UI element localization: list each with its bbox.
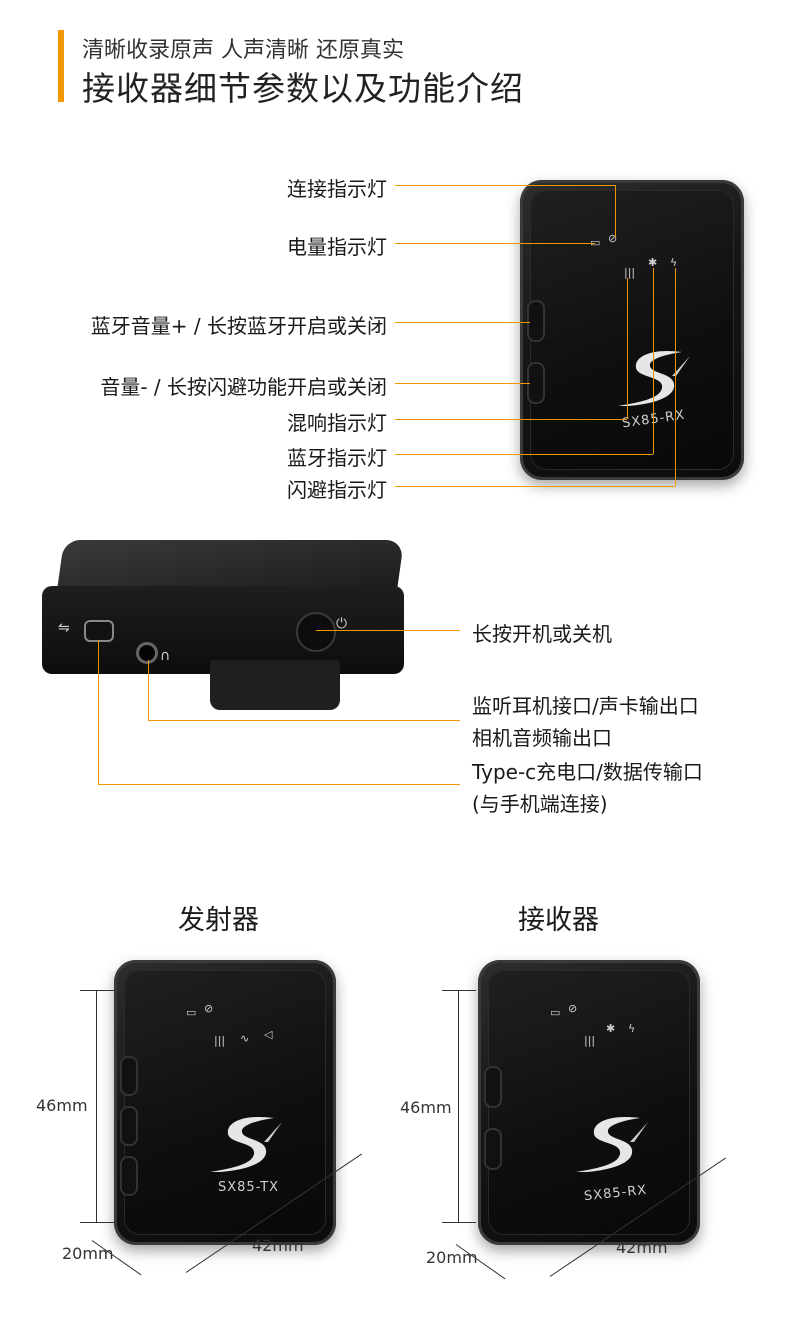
- callout-connect-led: 连接指示灯: [287, 177, 387, 201]
- tx-height-tick-bottom: [80, 1222, 114, 1223]
- line-bt-vol-up: [395, 322, 530, 323]
- header-title: 接收器细节参数以及功能介绍: [82, 69, 524, 108]
- usb-icon: ⇋: [58, 620, 70, 636]
- line-connect-led: [395, 185, 615, 186]
- rx2-volume-down-button[interactable]: [484, 1128, 502, 1170]
- line-ducking-led: [395, 486, 675, 487]
- rx-brand-logo: [612, 346, 696, 410]
- line-monitor-drop: [148, 660, 149, 720]
- tx-height-tick-top: [80, 990, 114, 991]
- line-reverb-led-rise: [627, 278, 628, 419]
- tx-speaker-icon: ◁: [264, 1028, 273, 1041]
- tx-depth-label: 20mm: [62, 1244, 114, 1263]
- tx-reverb-icon: |||: [214, 1034, 226, 1047]
- rx-link-icon: ⊘: [608, 232, 618, 245]
- rx-volume-up-button[interactable]: [527, 300, 545, 342]
- callout-vol-down: 音量- / 长按闪避功能开启或关闭: [100, 375, 387, 399]
- rx-height-label: 46mm: [400, 1098, 452, 1117]
- headphone-icon: ∩: [160, 648, 171, 664]
- tx-brand-logo: [204, 1112, 288, 1176]
- tx-width-label: 42mm: [252, 1236, 304, 1255]
- rx-height-tick-bottom: [442, 1222, 476, 1223]
- rx-depth-label: 20mm: [426, 1248, 478, 1267]
- rx2-bluetooth-icon: ✱: [606, 1022, 616, 1035]
- rx-height-line: [458, 990, 459, 1222]
- line-monitor: [148, 720, 460, 721]
- callout-reverb-led: 混响指示灯: [287, 411, 387, 435]
- header-accent-bar: [58, 30, 64, 102]
- line-ducking-led-rise: [675, 268, 676, 486]
- callout-battery-led: 电量指示灯: [287, 235, 387, 259]
- line-battery-led: [395, 243, 595, 244]
- callout-bt-led: 蓝牙指示灯: [287, 446, 387, 470]
- line-typec: [98, 784, 460, 785]
- rx2-reverb-icon: |||: [584, 1034, 596, 1047]
- rx2-volume-up-button[interactable]: [484, 1066, 502, 1108]
- tx-noise-icon: ∿: [240, 1032, 250, 1045]
- callout-typec-line1: Type-c充电口/数据传输口: [472, 760, 703, 784]
- line-typec-drop: [98, 640, 99, 784]
- rx2-battery-icon: ▭: [550, 1006, 561, 1019]
- headphone-jack[interactable]: [136, 642, 158, 664]
- header-subtitle: 清晰收录原声 人声清晰 还原真实: [82, 38, 404, 63]
- rx-reverb-icon: |||: [624, 266, 636, 279]
- rx2-link-icon: ⊘: [568, 1002, 578, 1015]
- side-device-clip: [210, 660, 340, 710]
- power-icon: ⏻: [336, 616, 348, 632]
- rx-bluetooth-icon: ✱: [648, 256, 658, 269]
- tx-volume-down-button[interactable]: [120, 1156, 138, 1196]
- rx-battery-icon: ▭: [590, 236, 601, 249]
- callout-power: 长按开机或关机: [472, 622, 612, 646]
- rx-section-title: 接收器: [518, 905, 599, 936]
- line-bt-led: [395, 454, 653, 455]
- tx-link-icon: ⊘: [204, 1002, 214, 1015]
- line-power: [316, 630, 460, 631]
- tx-model-label: SX85-TX: [218, 1180, 280, 1195]
- line-reverb-led: [395, 419, 627, 420]
- rx2-ducking-icon: ϟ: [628, 1022, 636, 1035]
- rx-ducking-icon: ϟ: [670, 256, 678, 269]
- tx-power-button[interactable]: [120, 1056, 138, 1096]
- line-vol-down: [395, 383, 530, 384]
- tx-height-line: [96, 990, 97, 1222]
- rx-height-tick-top: [442, 990, 476, 991]
- tx-section-title: 发射器: [178, 905, 259, 936]
- line-bt-led-rise: [653, 268, 654, 454]
- callout-monitor-line1: 监听耳机接口/声卡输出口: [472, 694, 699, 718]
- callout-bt-vol-up: 蓝牙音量+ / 长按蓝牙开启或关闭: [90, 314, 387, 338]
- tx-height-label: 46mm: [36, 1096, 88, 1115]
- rx2-device-front: [478, 960, 700, 1245]
- callout-ducking-led: 闪避指示灯: [287, 478, 387, 502]
- rx2-brand-logo: [570, 1112, 654, 1176]
- rx-device-front: [520, 180, 744, 480]
- tx-volume-up-button[interactable]: [120, 1106, 138, 1146]
- line-connect-led-drop: [615, 185, 616, 237]
- tx-battery-icon: ▭: [186, 1006, 197, 1019]
- power-button[interactable]: [296, 612, 336, 652]
- typec-port[interactable]: [84, 620, 114, 642]
- rx-width-label: 42mm: [616, 1238, 668, 1257]
- callout-typec-line2: (与手机端连接): [472, 792, 608, 816]
- callout-monitor-line2: 相机音频输出口: [472, 726, 612, 750]
- tx-device-front: [114, 960, 336, 1245]
